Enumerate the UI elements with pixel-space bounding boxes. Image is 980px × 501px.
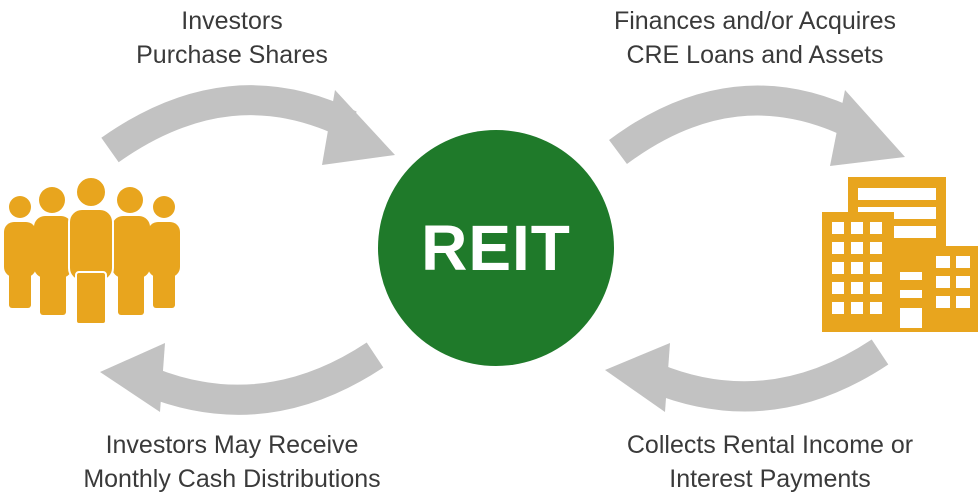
label-line: Investors: [181, 7, 283, 35]
label-line: Collects Rental Income or: [626, 431, 914, 459]
label-line: Finances and/or Acquires: [613, 7, 897, 35]
label-line: CRE Loans and Assets: [626, 41, 884, 69]
label-cash-distributions: Investors May Receive Monthly Cash Distr…: [62, 428, 402, 496]
reit-circle: REIT: [378, 130, 614, 366]
arrow-investors-to-reit: [101, 85, 395, 165]
people-group-icon: [4, 176, 180, 325]
label-line: Monthly Cash Distributions: [83, 465, 381, 493]
label-finances-acquires: Finances and/or Acquires CRE Loans and A…: [585, 4, 925, 72]
label-line: Interest Payments: [669, 465, 871, 493]
label-rental-income: Collects Rental Income or Interest Payme…: [600, 428, 940, 496]
arrow-reit-to-properties: [609, 85, 905, 166]
office-buildings-icon: [822, 177, 978, 332]
arrow-reit-to-investors: [100, 342, 384, 415]
label-investors-purchase-shares: Investors Purchase Shares: [102, 4, 362, 72]
arrow-properties-to-reit: [605, 339, 889, 412]
label-line: Investors May Receive: [105, 431, 359, 459]
label-line: Purchase Shares: [136, 41, 328, 69]
reit-label: REIT: [421, 212, 571, 284]
